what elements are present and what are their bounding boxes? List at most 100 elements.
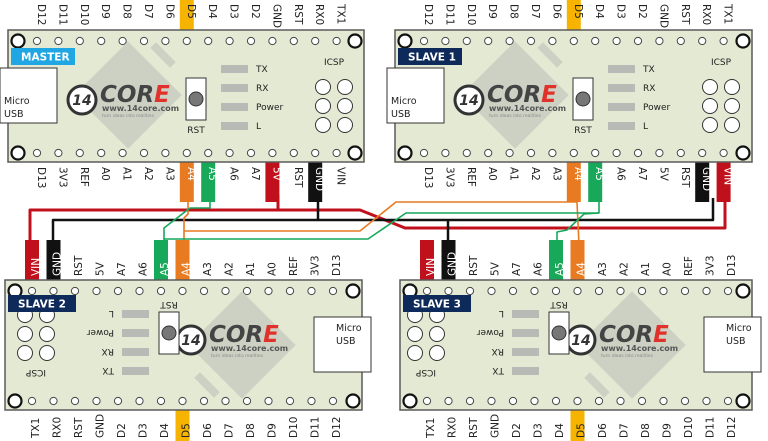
led-power — [122, 329, 149, 337]
pin-hole — [569, 36, 578, 46]
pin-label-d5: D5 — [572, 4, 584, 19]
pin-label-a2: A2 — [142, 167, 154, 181]
pin-hole — [75, 36, 84, 46]
pin-highlight-gnd — [46, 240, 61, 280]
mounting-hole — [735, 393, 751, 409]
pin-label-a4: A4 — [576, 262, 588, 276]
pin-highlight-a5 — [154, 240, 168, 280]
pin-hole — [289, 36, 298, 46]
board-badge — [8, 295, 76, 312]
pin-hole — [508, 396, 518, 406]
pin-hole — [655, 36, 664, 46]
logo-stripe — [150, 42, 176, 68]
pin-hole — [655, 148, 664, 158]
pin-label-tx1: TX1 — [722, 3, 734, 24]
pin-hole — [441, 36, 450, 46]
pin-hole — [307, 396, 316, 406]
logo-core: COR — [209, 322, 263, 348]
pin-label-a0: A0 — [486, 167, 498, 181]
pin-hole — [328, 286, 338, 296]
pin-label-d6: D6 — [550, 4, 562, 19]
pin-hole — [161, 36, 170, 46]
led-label-rx: RX — [102, 346, 114, 356]
pin-label-d6: D6 — [163, 4, 175, 19]
reset-button-knob — [575, 91, 591, 107]
led-l — [221, 122, 248, 130]
pin-label-rst: RST — [292, 167, 304, 188]
pin-label-a7: A7 — [636, 167, 648, 181]
pin-label-a4: A4 — [185, 167, 197, 181]
pin-hole — [462, 148, 471, 158]
pin-label-d9: D9 — [662, 423, 674, 438]
pin-label-d13: D13 — [726, 255, 738, 276]
led-label-power: Power — [86, 327, 114, 337]
icsp-label: ICSP — [25, 367, 46, 377]
icsp-pin — [337, 79, 353, 95]
pin-label-a6: A6 — [533, 262, 545, 276]
pin-hole — [182, 148, 191, 158]
logo-diamond — [188, 291, 296, 399]
pin-hole — [637, 286, 647, 296]
pin-label-5v: 5V — [657, 167, 669, 182]
pin-label-rx0: RX0 — [447, 417, 459, 438]
pin-hole — [27, 286, 37, 296]
pin-label-d13: D13 — [35, 167, 47, 188]
pin-hole — [54, 148, 63, 158]
pin-hole — [204, 36, 213, 46]
pin-label-gnd: GND — [490, 414, 502, 438]
micro-usb-port — [703, 316, 762, 373]
mounting-hole — [735, 283, 751, 299]
led-rx — [122, 348, 149, 356]
usb-label-line2: USB — [726, 336, 746, 347]
pin-highlight-a4 — [570, 240, 585, 280]
led-power — [512, 329, 539, 337]
pin-label-a4: A4 — [572, 167, 584, 181]
led-tx — [221, 65, 248, 73]
board-name: SLAVE 2 — [18, 299, 66, 311]
pin-label-gnd: GND — [313, 167, 325, 191]
pin-label-5v: 5V — [490, 261, 502, 276]
led-power — [221, 103, 248, 111]
pin-label-d8: D8 — [245, 423, 257, 438]
pin-hole — [97, 148, 106, 158]
pin-label-3v3: 3V3 — [56, 167, 68, 188]
pin-highlight-d5 — [179, 0, 194, 30]
pin-hole — [698, 36, 707, 46]
pin-hole — [612, 36, 621, 46]
logo-tagline: turn ideas into realities — [102, 113, 155, 119]
pin-label-d12: D12 — [35, 4, 47, 25]
pin-hole — [246, 36, 256, 46]
pin-label-tx1: TX1 — [30, 418, 42, 439]
pin-hole — [659, 286, 668, 296]
led-label-tx: TX — [255, 65, 268, 75]
led-label-power: Power — [256, 103, 284, 113]
pin-hole — [285, 286, 295, 296]
board-name: MASTER — [21, 52, 70, 64]
pin-label-3v3: 3V3 — [310, 255, 322, 276]
mounting-hole — [397, 33, 413, 49]
icsp-pin — [315, 117, 331, 133]
pin-label-d3: D3 — [533, 423, 545, 438]
icsp-pin — [39, 326, 55, 342]
pin-label-d8: D8 — [640, 423, 652, 438]
pin-hole — [702, 286, 711, 296]
pin-label-gnd: GND — [700, 167, 712, 191]
icsp-pin — [702, 117, 718, 133]
pin-hole — [204, 148, 213, 158]
pin-label-a7: A7 — [116, 262, 128, 276]
pin-label-tx1: TX1 — [425, 418, 437, 439]
pin-hole — [97, 36, 106, 46]
pin-hole — [484, 148, 493, 158]
pin-highlight-gnd — [308, 162, 323, 202]
logo-url: www.14core.com — [102, 104, 179, 113]
pin-label-d11: D11 — [310, 417, 322, 438]
pin-hole — [328, 396, 338, 406]
reset-label: RST — [160, 299, 178, 309]
led-power — [608, 103, 635, 111]
pin-hole — [156, 396, 166, 406]
pin-hole — [422, 286, 432, 296]
scl-bus-wire — [164, 198, 600, 240]
